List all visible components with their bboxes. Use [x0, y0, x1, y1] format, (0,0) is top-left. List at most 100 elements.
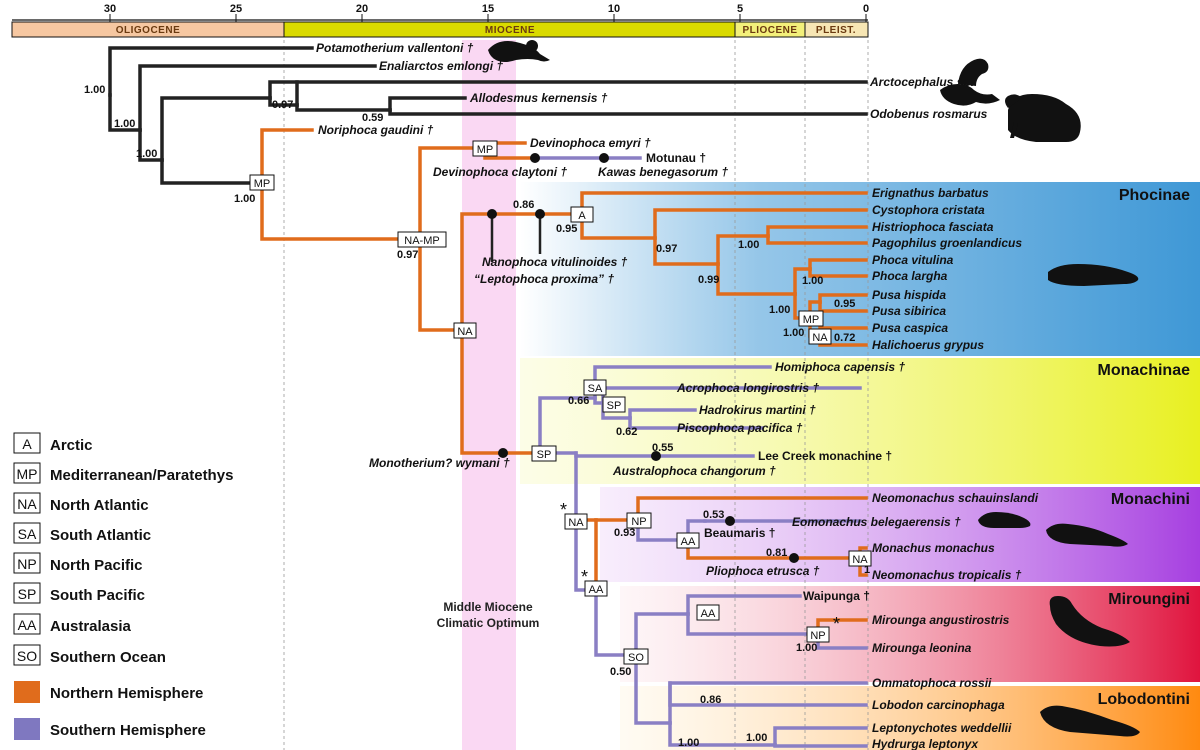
- taxon-pagophilus: Pagophilus groenlandicus: [872, 236, 1022, 250]
- taxon-waipunga: Waipunga †: [803, 589, 870, 603]
- taxon-pusa-sibirica: Pusa sibirica: [872, 304, 946, 318]
- taxon-allodesmus: Allodesmus kernensis †: [469, 91, 608, 105]
- node-area-np-mir: NP: [810, 630, 825, 642]
- taxon-cystophora: Cystophora cristata: [872, 203, 985, 217]
- node-area-a-phoc: A: [578, 210, 586, 222]
- taxon-enaliarctos: Enaliarctos emlongi †: [379, 59, 503, 73]
- tick-10: 10: [608, 3, 620, 15]
- legend-hemisphere: Southern Hemisphere: [14, 718, 206, 740]
- monk-seal-silhouette: [1046, 523, 1128, 547]
- clade-label-miroungini: Miroungini: [1108, 591, 1190, 608]
- legend-code: SP: [18, 586, 37, 602]
- taxon-eomonachus: Eomonachus belegaerensis †: [792, 515, 961, 529]
- legend-code: NA: [17, 496, 37, 512]
- legend-label: Northern Hemisphere: [50, 685, 203, 702]
- support-value: 0.99: [698, 274, 719, 286]
- node-area-mp-root: MP: [254, 178, 271, 190]
- legend-label: Southern Ocean: [50, 649, 166, 666]
- legend-hemisphere: Northern Hemisphere: [14, 681, 203, 703]
- support-value: 0.95: [834, 298, 855, 310]
- support-value: 0.93: [614, 527, 635, 539]
- taxon-mirounga-l: Mirounga leonina: [872, 641, 972, 655]
- tick-15: 15: [482, 3, 494, 15]
- support-value: 0.66: [568, 395, 589, 407]
- taxon-motunau: Motunau †: [646, 151, 706, 165]
- taxon-neomonachus-s: Neomonachus schauinslandi: [872, 491, 1039, 505]
- support-value: 0.95: [556, 223, 577, 235]
- taxon-halichoerus: Halichoerus grypus: [872, 338, 984, 352]
- time-axis: 30 25 20 15 10 5 0 OLIGOCENE MIOCENE PLI…: [11, 3, 869, 38]
- node-boxes: [249, 140, 872, 665]
- taxon-noriphoca: Noriphoca gaudini †: [318, 123, 434, 137]
- taxon-hydrurga: Hydrurga leptonyx: [872, 737, 979, 750]
- epoch-pleistocene: [804, 21, 869, 38]
- legend-label: Arctic: [50, 437, 93, 454]
- taxon-pusa-caspica: Pusa caspica: [872, 321, 948, 335]
- support-value: 0.81: [766, 547, 787, 559]
- legend-code: MP: [17, 466, 38, 482]
- clade-label-lobodontini: Lobodontini: [1098, 691, 1190, 708]
- epoch-guides: [283, 40, 869, 750]
- taxon-beaumaris: Beaumaris †: [704, 526, 775, 540]
- node-area-na-monachus: NA: [852, 554, 868, 566]
- support-value: 0.53: [703, 509, 724, 521]
- legend-code: SO: [17, 648, 37, 664]
- support-value: 1.00: [746, 732, 767, 744]
- taxon-hadrokirus: Hadrokirus martini †: [699, 403, 816, 417]
- legend-label: Mediterranean/Paratethys: [50, 467, 233, 484]
- node-area-na-pusa: NA: [812, 332, 828, 344]
- legend-item: A Arctic: [13, 432, 93, 454]
- taxon-lobodon: Lobodon carcinophaga: [872, 698, 1005, 712]
- epoch-label-oligocene: OLIGOCENE: [116, 25, 181, 36]
- support-value: 0.97: [656, 243, 677, 255]
- fossil-stems: [490, 214, 542, 262]
- taxon-pusa-hispida: Pusa hispida: [872, 288, 946, 302]
- support-value: 0.59: [362, 112, 383, 124]
- tick-5: 5: [737, 3, 743, 15]
- legend-label: North Atlantic: [50, 497, 149, 514]
- taxon-nanophoca: Nanophoca vitulinoides †: [482, 255, 628, 269]
- clade-label-phocinae: Phocinae: [1119, 187, 1190, 204]
- node-area-mp-dev: MP: [477, 144, 494, 156]
- legend-item: NA North Atlantic: [13, 492, 149, 514]
- taxon-histriophoca: Histriophoca fasciata: [872, 220, 994, 234]
- support-value: 1.00: [796, 642, 817, 654]
- epoch-label-pleistocene: PLEIST.: [816, 25, 856, 36]
- fur-seal-silhouette: [940, 58, 1000, 106]
- walrus-silhouette: [1005, 94, 1081, 142]
- otter-silhouette: [488, 40, 550, 62]
- clade-label-monachinae: Monachinae: [1098, 362, 1191, 379]
- legend-label: South Atlantic: [50, 527, 151, 544]
- southern-branches: [533, 156, 868, 748]
- monk-seal-fossil-silhouette: [978, 512, 1031, 528]
- taxon-leptonychotes: Leptonychotes weddellii: [872, 721, 1012, 735]
- mmco-label-line1: Middle Miocene: [443, 600, 533, 614]
- legend-code: SA: [18, 526, 37, 542]
- asterisk-marker: *: [581, 567, 588, 587]
- leopard-seal-silhouette: [1040, 705, 1140, 737]
- legend-item: MP Mediterranean/Paratethys: [13, 462, 233, 484]
- taxon-devinophoca-emyri: Devinophoca emyri †: [530, 136, 651, 150]
- taxon-potamotherium: Potamotherium vallentoni †: [316, 41, 474, 55]
- taxon-devinophoca-claytoni: Devinophoca claytoni †: [433, 165, 567, 179]
- support-value: 1: [864, 564, 870, 576]
- support-value: 0.97: [397, 249, 418, 261]
- node-area-np-mon: NP: [631, 516, 646, 528]
- legend-label: South Pacific: [50, 587, 145, 604]
- support-value: 1.00: [114, 118, 135, 130]
- legend-item: SP South Pacific: [13, 582, 145, 604]
- support-value: 1.00: [234, 193, 255, 205]
- node-area-mp-pusa: MP: [803, 314, 820, 326]
- taxon-erignathus: Erignathus barbatus: [872, 186, 989, 200]
- tick-30: 30: [104, 3, 116, 15]
- mmco-label-line2: Climatic Optimum: [437, 616, 540, 630]
- taxon-monotherium: Monotherium? wymani †: [369, 456, 510, 470]
- fossil-dots: [487, 153, 799, 563]
- node-area-sp-inner: SP: [607, 400, 622, 412]
- support-value: 0.50: [610, 666, 631, 678]
- legend-code: NP: [17, 556, 36, 572]
- support-value: 1.00: [802, 275, 823, 287]
- support-value: 1.00: [769, 304, 790, 316]
- support-value: 0.86: [513, 199, 534, 211]
- legend-item: AA Australasia: [13, 613, 132, 635]
